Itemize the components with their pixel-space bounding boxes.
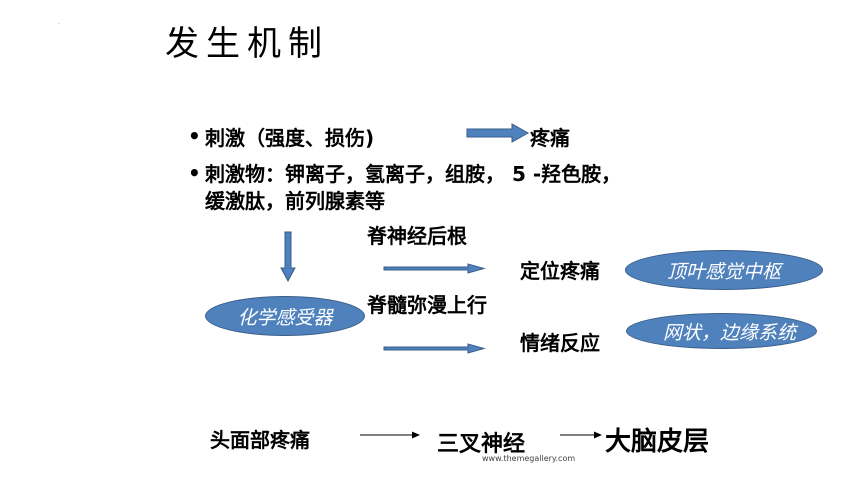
localization-pain-label: 定位疼痛 xyxy=(520,259,600,283)
arrow-head-trigeminal-cortex xyxy=(594,431,602,439)
receptor-oval-label: 化学感受器 xyxy=(237,306,333,329)
limbic-oval: 网状，边缘系统 xyxy=(626,313,817,349)
cortex-label: 大脑皮层 xyxy=(605,427,710,457)
head-pain-label: 头面部疼痛 xyxy=(210,428,310,452)
block-arrow-stimulus-pain xyxy=(466,123,530,143)
dorsal-root-label: 脊神经后根 xyxy=(367,224,467,248)
arrow-head-head-trigeminal xyxy=(412,431,420,439)
down-arrow-receptor xyxy=(280,231,296,283)
spinal-diffuse-label: 脊髓弥漫上行 xyxy=(367,293,487,317)
receptor-oval: 化学感受器 xyxy=(205,296,365,336)
arrow-localization xyxy=(383,263,486,274)
bullet-1-stimulus: 刺激（强度、损伤) xyxy=(205,126,375,150)
limbic-oval-label: 网状，边缘系统 xyxy=(663,321,797,344)
bullet-2-line2: 缓激肽，前列腺素等 xyxy=(205,189,385,213)
emotional-response-label: 情绪反应 xyxy=(520,331,600,355)
parietal-oval-label: 顶叶感觉中枢 xyxy=(666,260,781,283)
corner-mark: . xyxy=(58,19,60,26)
parietal-oval: 顶叶感觉中枢 xyxy=(625,250,823,290)
bullet-1-pain: 疼痛 xyxy=(530,126,570,150)
bullet-dot-1: • xyxy=(188,124,201,148)
trigeminal-label: 三叉神经 xyxy=(437,432,526,457)
footer-url: www.themegallery.com xyxy=(482,454,576,463)
bullet-2-line1: 刺激物：钾离子，氢离子，组胺， 5 -羟色胺， xyxy=(205,162,622,186)
bullet-dot-2: • xyxy=(188,161,201,185)
slide-title: 发生机制 xyxy=(165,24,329,64)
arrow-emotional xyxy=(383,343,486,354)
